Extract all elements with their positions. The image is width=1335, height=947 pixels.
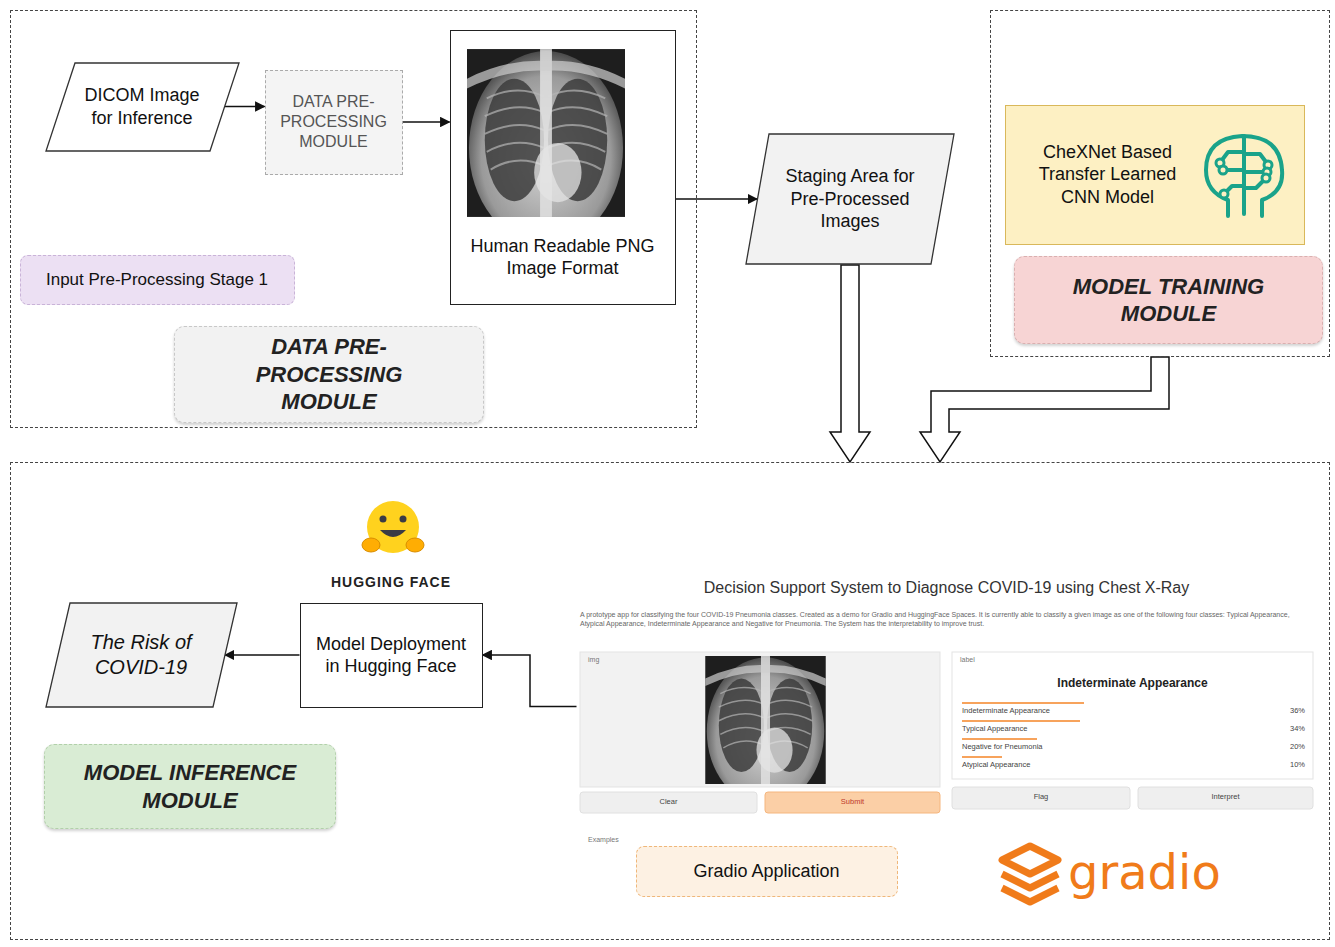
ui-text: Interpret <box>1138 792 1313 801</box>
gradio-logo-icon <box>1002 846 1058 902</box>
connector-arrow <box>225 654 300 656</box>
gradio-screenshot-part <box>765 792 940 813</box>
ui-text: 10% <box>1255 760 1305 769</box>
gradio-logo-icon-part <box>1002 874 1058 888</box>
module-region: MODEL INFERENCE MODULE The Risk of COVID-… <box>10 462 1330 940</box>
node-text: The Risk of COVID-19 <box>76 630 207 680</box>
app-label: Gradio Application <box>636 846 898 897</box>
brain-icon-part-part <box>1244 154 1266 162</box>
brain-icon-part-part <box>1220 190 1228 198</box>
node-text: Human Readable PNG Image Format <box>451 235 675 280</box>
hugging-face-emoji-part <box>400 516 407 523</box>
logo-text: gradio <box>1068 842 1228 902</box>
ui-text: Indeterminate Appearance <box>952 676 1313 691</box>
node-text: Model Deployment in Hugging Face <box>307 633 476 678</box>
node-text: Input Pre-Processing Stage 1 <box>46 269 268 290</box>
gradio-logo-icon-part <box>1002 846 1058 874</box>
parallelogram-shape <box>46 63 239 151</box>
hugging-face-emoji-part <box>406 538 424 552</box>
ui-text: Examples <box>588 836 668 845</box>
xray-image-part <box>467 49 625 217</box>
gradio-screenshot <box>580 652 1313 813</box>
node-text: CheXNet Based Transfer Learned CNN Model <box>1022 141 1194 209</box>
brain-icon-part-part <box>1242 136 1246 214</box>
gradio-screenshot-part <box>952 652 1313 779</box>
ui-text: Negative for Pneumonia <box>962 742 1162 751</box>
brain-icon-part-part <box>1226 168 1244 172</box>
parallelogram-shape <box>746 134 954 264</box>
parallelogram-outline <box>45 62 240 152</box>
module-region: MODEL TRAINING MODULE CheXNet Based Trans… <box>990 10 1330 357</box>
gradio-screenshot-part <box>962 702 1084 704</box>
brain-icon-part-part <box>1219 166 1227 174</box>
gradio-screenshot-part <box>580 792 757 813</box>
brain-icon <box>1198 130 1290 220</box>
platform-heading: HUGGING FACE <box>301 574 482 592</box>
hugging-face-emoji <box>362 501 424 553</box>
hugging-face-emoji-part <box>380 530 406 537</box>
parallelogram-outline <box>45 602 238 708</box>
app-screenshot: Decision Support System to Diagnose COVI… <box>577 572 1317 834</box>
gradio-screenshot-part <box>962 756 1002 758</box>
gradio-screenshot-part <box>705 656 825 805</box>
brain-icon-part-part <box>1244 170 1264 174</box>
node-text: Staging Area for Pre-Processed Images <box>775 165 925 233</box>
brain-icon-part-part <box>1222 152 1244 160</box>
ui-text: A prototype app for classifying the four… <box>580 611 1312 629</box>
ui-text: 20% <box>1255 742 1305 751</box>
xray-image <box>467 49 625 217</box>
node-text: Gradio Application <box>693 860 839 883</box>
connector-arrow <box>676 198 758 200</box>
brain-icon-part-part <box>1262 174 1270 182</box>
ui-text: 36% <box>1255 706 1305 715</box>
node-text: DICOM Image for Inference <box>81 84 204 129</box>
gradio-screenshot-part <box>1138 787 1313 809</box>
gradio-screenshot-part <box>962 720 1080 722</box>
module-title: MODEL TRAINING MODULE <box>1014 256 1323 344</box>
ui-text: Submit <box>765 797 940 806</box>
ui-text: Typical Appearance <box>962 724 1162 733</box>
module-title: MODEL INFERENCE MODULE <box>44 744 336 829</box>
block-arrow <box>920 357 1169 462</box>
model-box: CheXNet Based Transfer Learned CNN Model <box>1005 105 1305 245</box>
brain-icon-part-part <box>1244 180 1264 188</box>
hugging-face-emoji-part <box>362 538 380 552</box>
gradio-logo-icon-part <box>1002 888 1058 902</box>
module-region: DATA PRE-PROCESSING MODULE DICOM Image fo… <box>10 10 697 428</box>
io-parallelogram: Staging Area for Pre-Processed Images <box>745 133 955 265</box>
stage-label: Input Pre-Processing Stage 1 <box>20 255 295 305</box>
io-parallelogram: DICOM Image for Inference <box>45 62 240 152</box>
process-box: HUGGING FACEModel Deployment in Hugging … <box>300 603 483 708</box>
ui-text: Flag <box>952 792 1130 801</box>
ui-text: Clear <box>580 797 757 806</box>
gradio-screenshot-part <box>952 787 1130 809</box>
gradio-screenshot-part <box>962 738 1037 740</box>
ui-text: label <box>960 656 1020 665</box>
brain-icon-part-part <box>1206 136 1282 216</box>
connector-arrow <box>225 106 265 108</box>
connector-arrow <box>403 121 450 123</box>
hugging-face-emoji-part <box>380 516 387 523</box>
image-box: Human Readable PNG Image Format <box>450 30 676 305</box>
app-title: Decision Support System to Diagnose COVI… <box>577 578 1317 598</box>
ui-text: img <box>588 656 648 665</box>
block-arrow <box>830 265 870 462</box>
ui-text: Atypical Appearance <box>962 760 1162 769</box>
parallelogram-shape <box>46 603 237 707</box>
module-title: DATA PRE-PROCESSING MODULE <box>174 326 484 423</box>
brain-icon-part <box>1216 159 1272 198</box>
connector-arrow <box>483 655 577 707</box>
node-text: DATA PRE-PROCESSING MODULE <box>272 92 396 152</box>
brain-icon-part <box>1206 136 1282 216</box>
ui-text: Indeterminate Appearance <box>962 706 1162 715</box>
io-parallelogram: The Risk of COVID-19 <box>45 602 238 708</box>
ui-text: 34% <box>1255 724 1305 733</box>
brain-icon-part-part <box>1226 186 1244 192</box>
process-box: DATA PRE-PROCESSING MODULE <box>265 70 403 175</box>
